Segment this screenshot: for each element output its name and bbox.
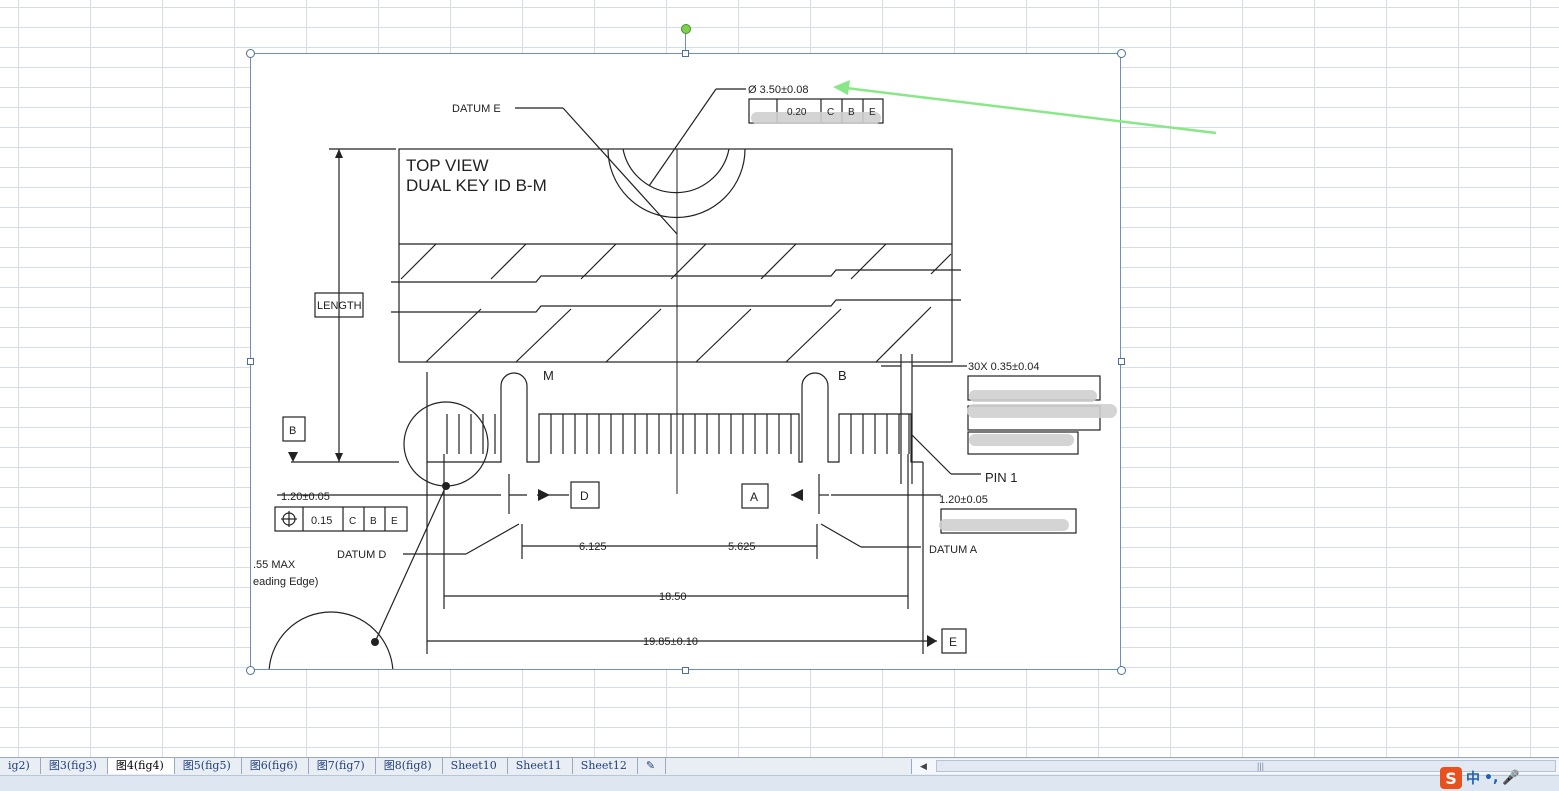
sheet-tab-sheet10[interactable]: Sheet10: [443, 758, 508, 774]
sheet-tab-fig8[interactable]: 图8(fig8): [376, 758, 443, 774]
status-bar: [0, 775, 1559, 791]
ime-punctuation[interactable]: •,: [1484, 770, 1499, 786]
hole-tol-ref-b: B: [848, 107, 855, 118]
hole-tol-ref-e: E: [869, 107, 876, 118]
sheet-tab-fig5[interactable]: 图5(fig5): [175, 758, 242, 774]
sheet-tab-fig4[interactable]: 图4(fig4): [107, 758, 175, 774]
right-tol-dim: 1.20±0.05: [939, 494, 988, 506]
resize-handle-top[interactable]: [682, 50, 689, 57]
sheet-tab-sheet12[interactable]: Sheet12: [573, 758, 638, 774]
hole-diameter-label: Ø 3.50±0.08: [748, 84, 808, 96]
scrollbar-thumb[interactable]: [936, 760, 1556, 772]
hole-tol-ref-c: C: [827, 107, 834, 118]
pin-spec-label: 30X 0.35±0.04: [968, 361, 1039, 373]
view-title-line1: TOP VIEW: [406, 156, 489, 175]
connector-body: [398, 148, 953, 363]
rotate-handle[interactable]: [681, 24, 691, 34]
left-tol-ref-b: B: [370, 516, 377, 527]
dim-1850: 18.50: [659, 591, 687, 603]
sheet-tab-fig3[interactable]: 图3(fig3): [41, 758, 108, 774]
sheet-tab-sheet11[interactable]: Sheet11: [508, 758, 573, 774]
horizontal-scrollbar[interactable]: ◀ |||: [911, 759, 1559, 774]
microphone-icon[interactable]: 🎤: [1502, 770, 1520, 786]
pin1-label: PIN 1: [985, 470, 1018, 485]
datum-d-label: DATUM D: [337, 549, 386, 561]
resize-handle-bottom[interactable]: [682, 667, 689, 674]
datum-e-box-label: E: [949, 635, 957, 649]
left-tol-value: 0.15: [311, 515, 332, 527]
datum-e-label: DATUM E: [452, 103, 501, 115]
key-b-label: B: [838, 368, 847, 383]
ime-mode-chinese[interactable]: 中: [1466, 771, 1480, 787]
scroll-left-icon[interactable]: ◀: [920, 761, 927, 771]
datum-a-box-label: A: [750, 490, 758, 504]
hole-tol-value: 0.20: [787, 107, 807, 118]
resize-handle-left[interactable]: [247, 358, 254, 365]
rotate-handle-stem: [685, 33, 686, 53]
sheet-tab-fig6[interactable]: 图6(fig6): [242, 758, 309, 774]
dim-6125: 6.125: [579, 541, 607, 553]
left-tol-ref-c: C: [349, 516, 356, 527]
max-note-line2: eading Edge): [253, 576, 318, 588]
view-title-line2: DUAL KEY ID B-M: [406, 176, 547, 195]
dim-1985: 19.85±0.10: [643, 636, 698, 648]
max-note-line1: .55 MAX: [253, 559, 296, 571]
technical-drawing-picture[interactable]: TOP VIEW DUAL KEY ID B-M Ø 3.50±0.08 0.2…: [250, 53, 1121, 670]
sheet-tab-fig7[interactable]: 图7(fig7): [309, 758, 376, 774]
sogou-logo-icon[interactable]: S: [1440, 767, 1462, 789]
ime-toolbar[interactable]: S 中 •, 🎤: [1440, 766, 1520, 790]
key-m-label: M: [543, 368, 554, 383]
sheet-tab-fig2[interactable]: ig2): [0, 758, 41, 774]
scrollbar-grip-icon: |||: [1257, 761, 1265, 771]
resize-handle-right[interactable]: [1118, 358, 1125, 365]
left-tol-ref-e: E: [391, 516, 398, 527]
dim-5625: 5.625: [728, 541, 756, 553]
length-label: LENGTH: [317, 300, 362, 312]
resize-handle-bottom-right[interactable]: [1117, 666, 1126, 675]
resize-handle-top-left[interactable]: [246, 49, 255, 58]
sheet-tab-bar: ig2) 图3(fig3) 图4(fig4) 图5(fig5) 图6(fig6)…: [0, 757, 1559, 776]
datum-b-triangle: [288, 452, 298, 462]
insert-sheet-icon[interactable]: ✎: [638, 758, 667, 774]
datum-b-box-label: B: [289, 425, 296, 437]
datum-d-box-label: D: [580, 489, 589, 503]
resize-handle-top-right[interactable]: [1117, 49, 1126, 58]
drawing-svg: TOP VIEW DUAL KEY ID B-M Ø 3.50±0.08 0.2…: [253, 84, 1117, 669]
left-tol-dim: 1.20±0.05: [281, 491, 330, 503]
datum-a-label: DATUM A: [929, 544, 978, 556]
resize-handle-bottom-left[interactable]: [246, 666, 255, 675]
